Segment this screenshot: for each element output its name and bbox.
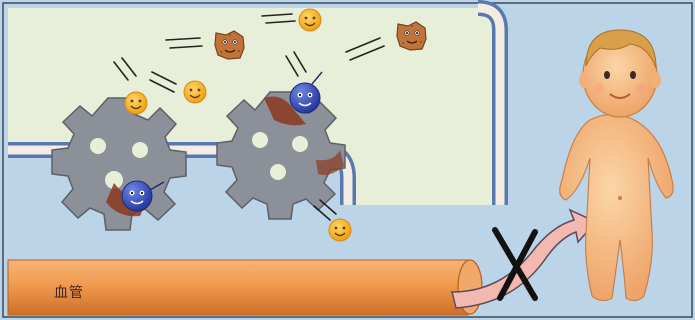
smiley-nutrient-icon — [125, 92, 147, 114]
smiley-nutrient-icon — [329, 219, 351, 241]
smiley-nutrient-icon — [299, 9, 321, 31]
bacteria-icon — [122, 181, 152, 211]
blood-vessel-label: 血管 — [54, 282, 84, 302]
bacteria-icon — [290, 83, 320, 113]
cracker-icon — [397, 22, 426, 50]
gear-icon — [52, 98, 186, 230]
cracker-icon — [215, 31, 244, 59]
smiley-nutrient-icon — [184, 81, 206, 103]
gear-icon — [217, 92, 345, 219]
